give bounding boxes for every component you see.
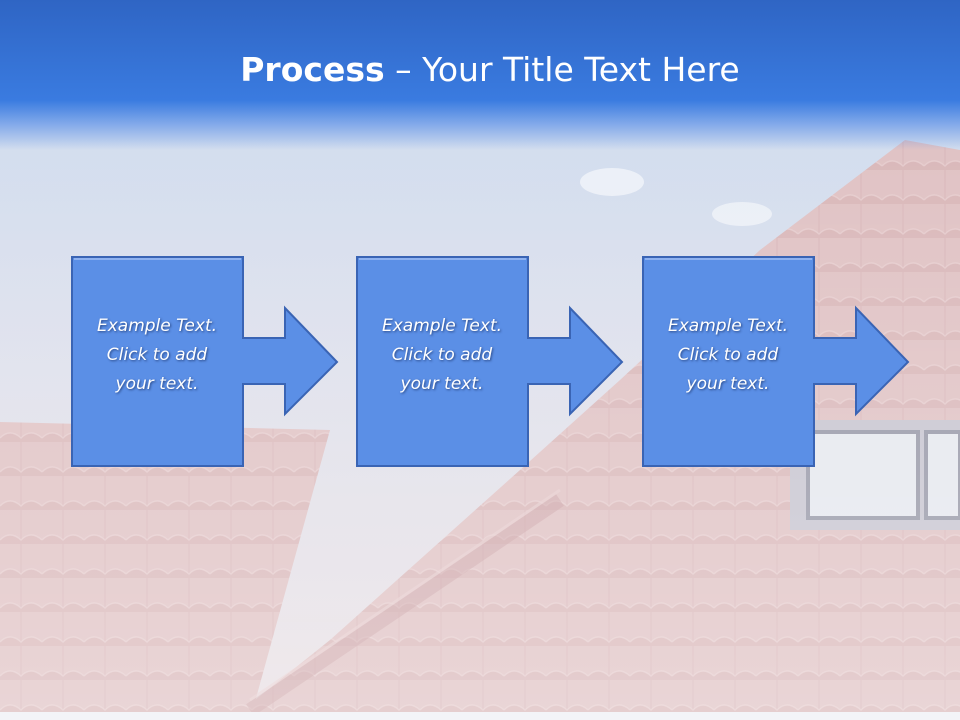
step-text-line: your text. xyxy=(400,374,484,394)
step-text-line: Click to add xyxy=(106,345,208,365)
step-arrow-shape xyxy=(356,256,624,467)
step-text-line: your text. xyxy=(115,374,199,394)
step-text-line: your text. xyxy=(686,374,770,394)
step-arrow-shape xyxy=(71,256,339,467)
slide-title[interactable]: Process – Your Title Text Here xyxy=(0,50,960,89)
step-text[interactable]: Example Text. Click to add your text. xyxy=(642,312,814,399)
process-step-2[interactable]: Example Text. Click to add your text. xyxy=(356,256,626,468)
step-text-line: Example Text. xyxy=(381,316,503,336)
title-band xyxy=(0,0,960,150)
step-arrow-shape xyxy=(642,256,910,467)
title-rest: – Your Title Text Here xyxy=(384,50,740,89)
step-text[interactable]: Example Text. Click to add your text. xyxy=(356,312,528,399)
step-text-line: Example Text. xyxy=(667,316,789,336)
step-text-line: Example Text. xyxy=(96,316,218,336)
process-step-3[interactable]: Example Text. Click to add your text. xyxy=(642,256,912,468)
process-step-1[interactable]: Example Text. Click to add your text. xyxy=(71,256,341,468)
slide-bottom-edge xyxy=(0,712,960,720)
title-bold: Process xyxy=(240,50,385,89)
step-text[interactable]: Example Text. Click to add your text. xyxy=(71,312,243,399)
step-text-line: Click to add xyxy=(677,345,779,365)
step-text-line: Click to add xyxy=(391,345,493,365)
